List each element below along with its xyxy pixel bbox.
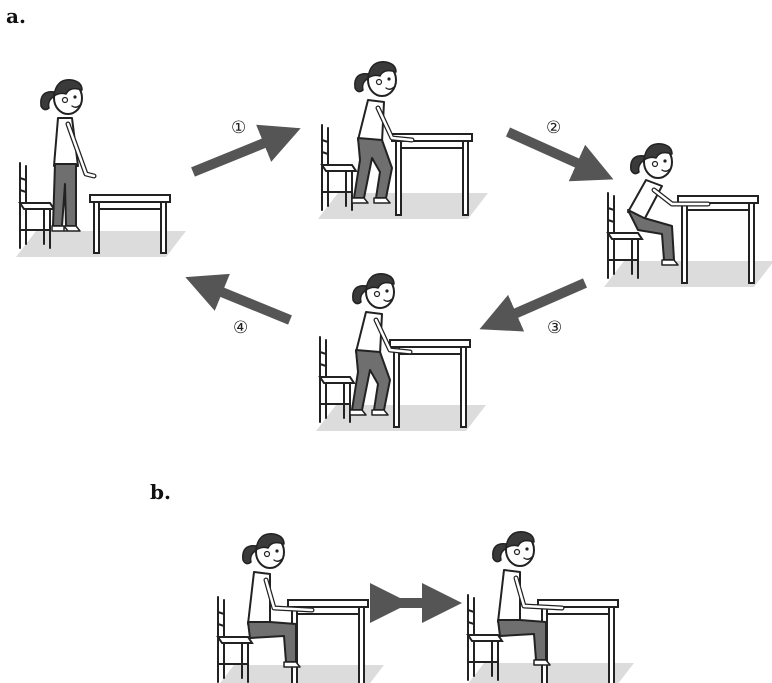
head xyxy=(354,61,397,97)
ear xyxy=(513,548,521,556)
eye xyxy=(387,77,391,81)
ponytail xyxy=(242,545,258,565)
scene-standing xyxy=(16,79,186,257)
torso xyxy=(357,99,385,143)
shoes xyxy=(351,197,391,204)
table xyxy=(391,133,473,216)
head xyxy=(492,531,535,567)
arrow-step-3 xyxy=(479,278,588,332)
hair xyxy=(255,533,285,551)
panel-a-label: a. xyxy=(6,4,26,28)
hair xyxy=(53,79,83,97)
floor xyxy=(220,665,384,683)
mouth xyxy=(273,558,283,562)
mouth xyxy=(523,556,533,560)
girl-lean xyxy=(627,143,711,266)
hair xyxy=(365,273,395,291)
hair xyxy=(643,143,673,161)
panel-b-label: b. xyxy=(150,480,171,504)
legs xyxy=(52,163,77,227)
scene-seated-lean xyxy=(604,143,772,287)
floor xyxy=(468,663,634,683)
girl-half xyxy=(351,61,415,204)
ponytail xyxy=(492,543,508,563)
head xyxy=(40,79,83,115)
legs xyxy=(497,619,547,661)
arrow-step-1 xyxy=(191,124,301,177)
mouth xyxy=(661,168,671,172)
mouth xyxy=(385,86,395,90)
hair xyxy=(505,531,535,549)
scene-seated-right xyxy=(466,531,634,683)
chair xyxy=(606,192,644,279)
ear xyxy=(373,290,381,298)
legs xyxy=(351,349,391,411)
girl-half xyxy=(349,273,413,416)
ponytail xyxy=(352,285,368,305)
eye xyxy=(275,549,279,553)
head xyxy=(352,273,395,309)
step-4-label: ④ xyxy=(233,318,248,338)
mouth xyxy=(71,104,81,108)
shoes xyxy=(349,409,389,416)
step-3-label: ③ xyxy=(547,318,562,338)
eye xyxy=(663,159,667,163)
floor xyxy=(16,231,186,257)
shoes xyxy=(533,659,551,666)
arrow-step-4 xyxy=(185,273,292,325)
head xyxy=(242,533,285,569)
girl-sit xyxy=(242,533,315,668)
step-1-label: ① xyxy=(231,118,246,138)
scene-rising-top xyxy=(318,61,488,219)
shoes xyxy=(51,225,81,232)
ear xyxy=(375,78,383,86)
table xyxy=(89,194,171,254)
scene-rising-bottom xyxy=(316,273,486,431)
scene-seated-left xyxy=(216,533,384,683)
ponytail xyxy=(354,73,370,93)
head xyxy=(630,143,673,179)
eye xyxy=(73,95,77,99)
girl-sit xyxy=(492,531,565,666)
torso xyxy=(355,311,383,355)
girl-stand xyxy=(40,79,97,232)
chair xyxy=(216,596,254,683)
shoes xyxy=(661,259,679,266)
ear xyxy=(263,550,271,558)
mouth xyxy=(383,298,393,302)
arrow-step-2 xyxy=(505,127,614,182)
ponytail xyxy=(630,155,646,175)
hair xyxy=(367,61,397,79)
legs xyxy=(247,621,297,663)
step-2-label: ② xyxy=(546,118,561,138)
shoes xyxy=(283,661,301,668)
chair xyxy=(466,594,504,681)
ponytail xyxy=(40,91,56,111)
ear xyxy=(61,96,69,104)
eye xyxy=(385,289,389,293)
table xyxy=(389,339,471,428)
eye xyxy=(525,547,529,551)
ear xyxy=(651,160,659,168)
legs xyxy=(353,137,393,199)
